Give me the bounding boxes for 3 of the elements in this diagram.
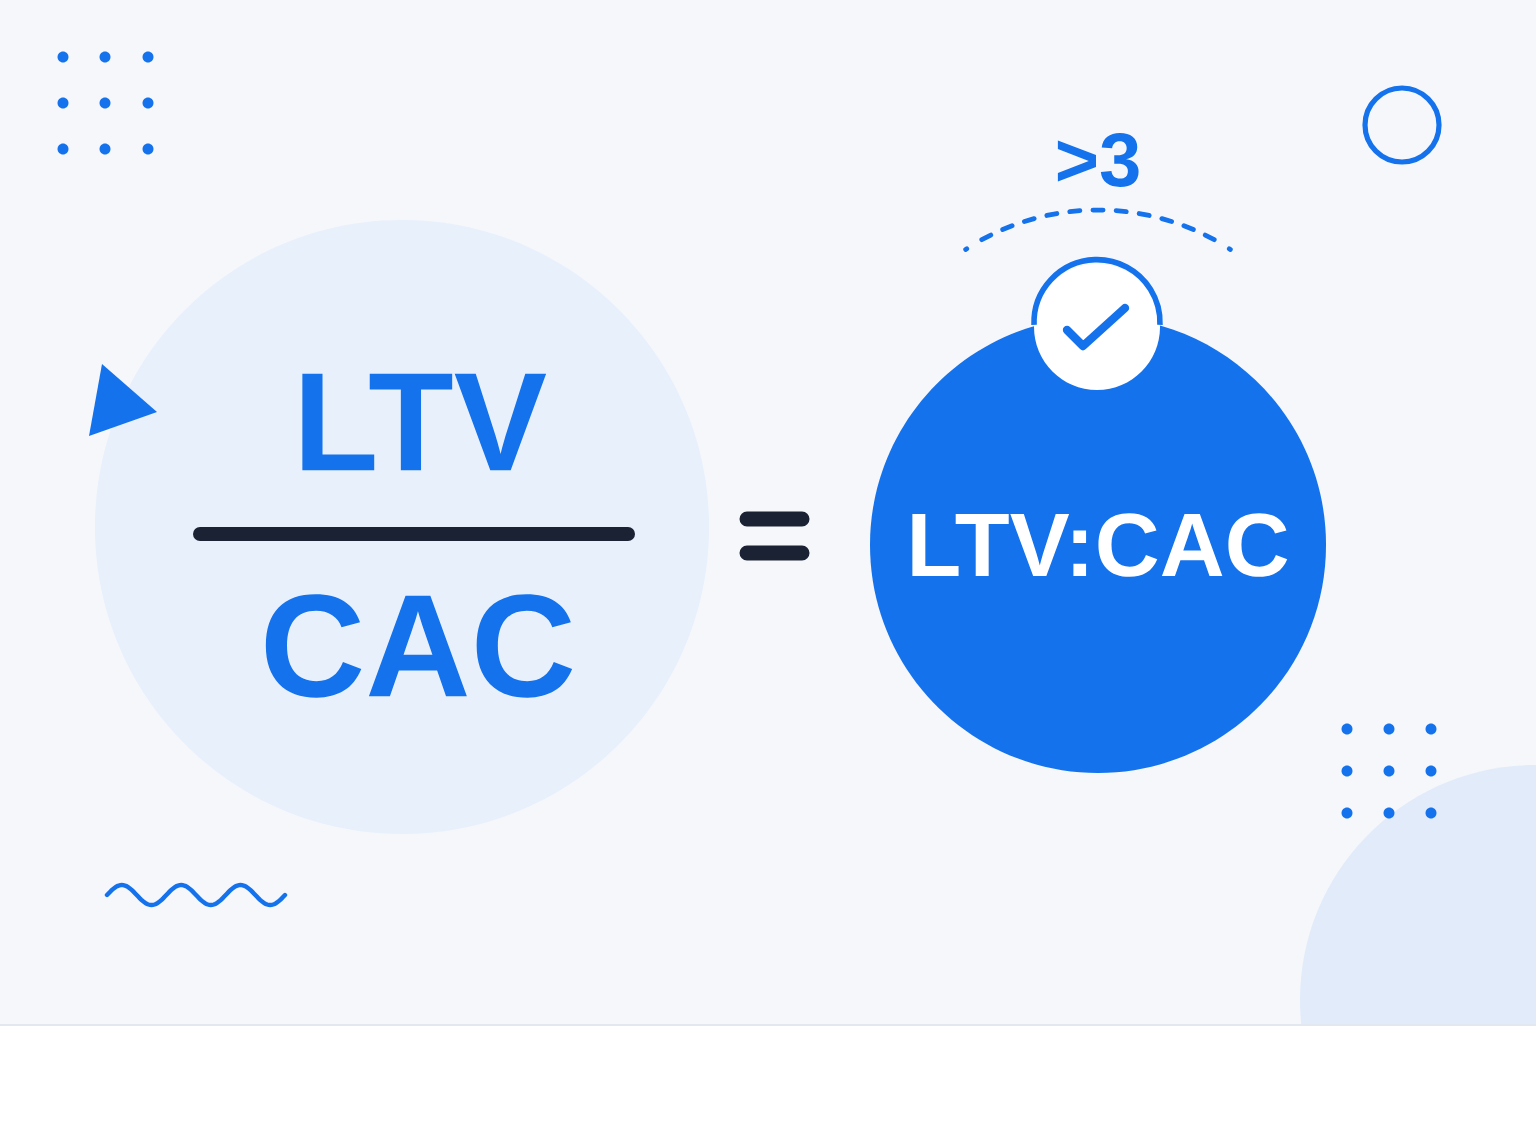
threshold-label: >3 [1057,133,1139,187]
denominator-text: CAC [265,594,573,698]
numerator-text: LTV [302,373,547,471]
